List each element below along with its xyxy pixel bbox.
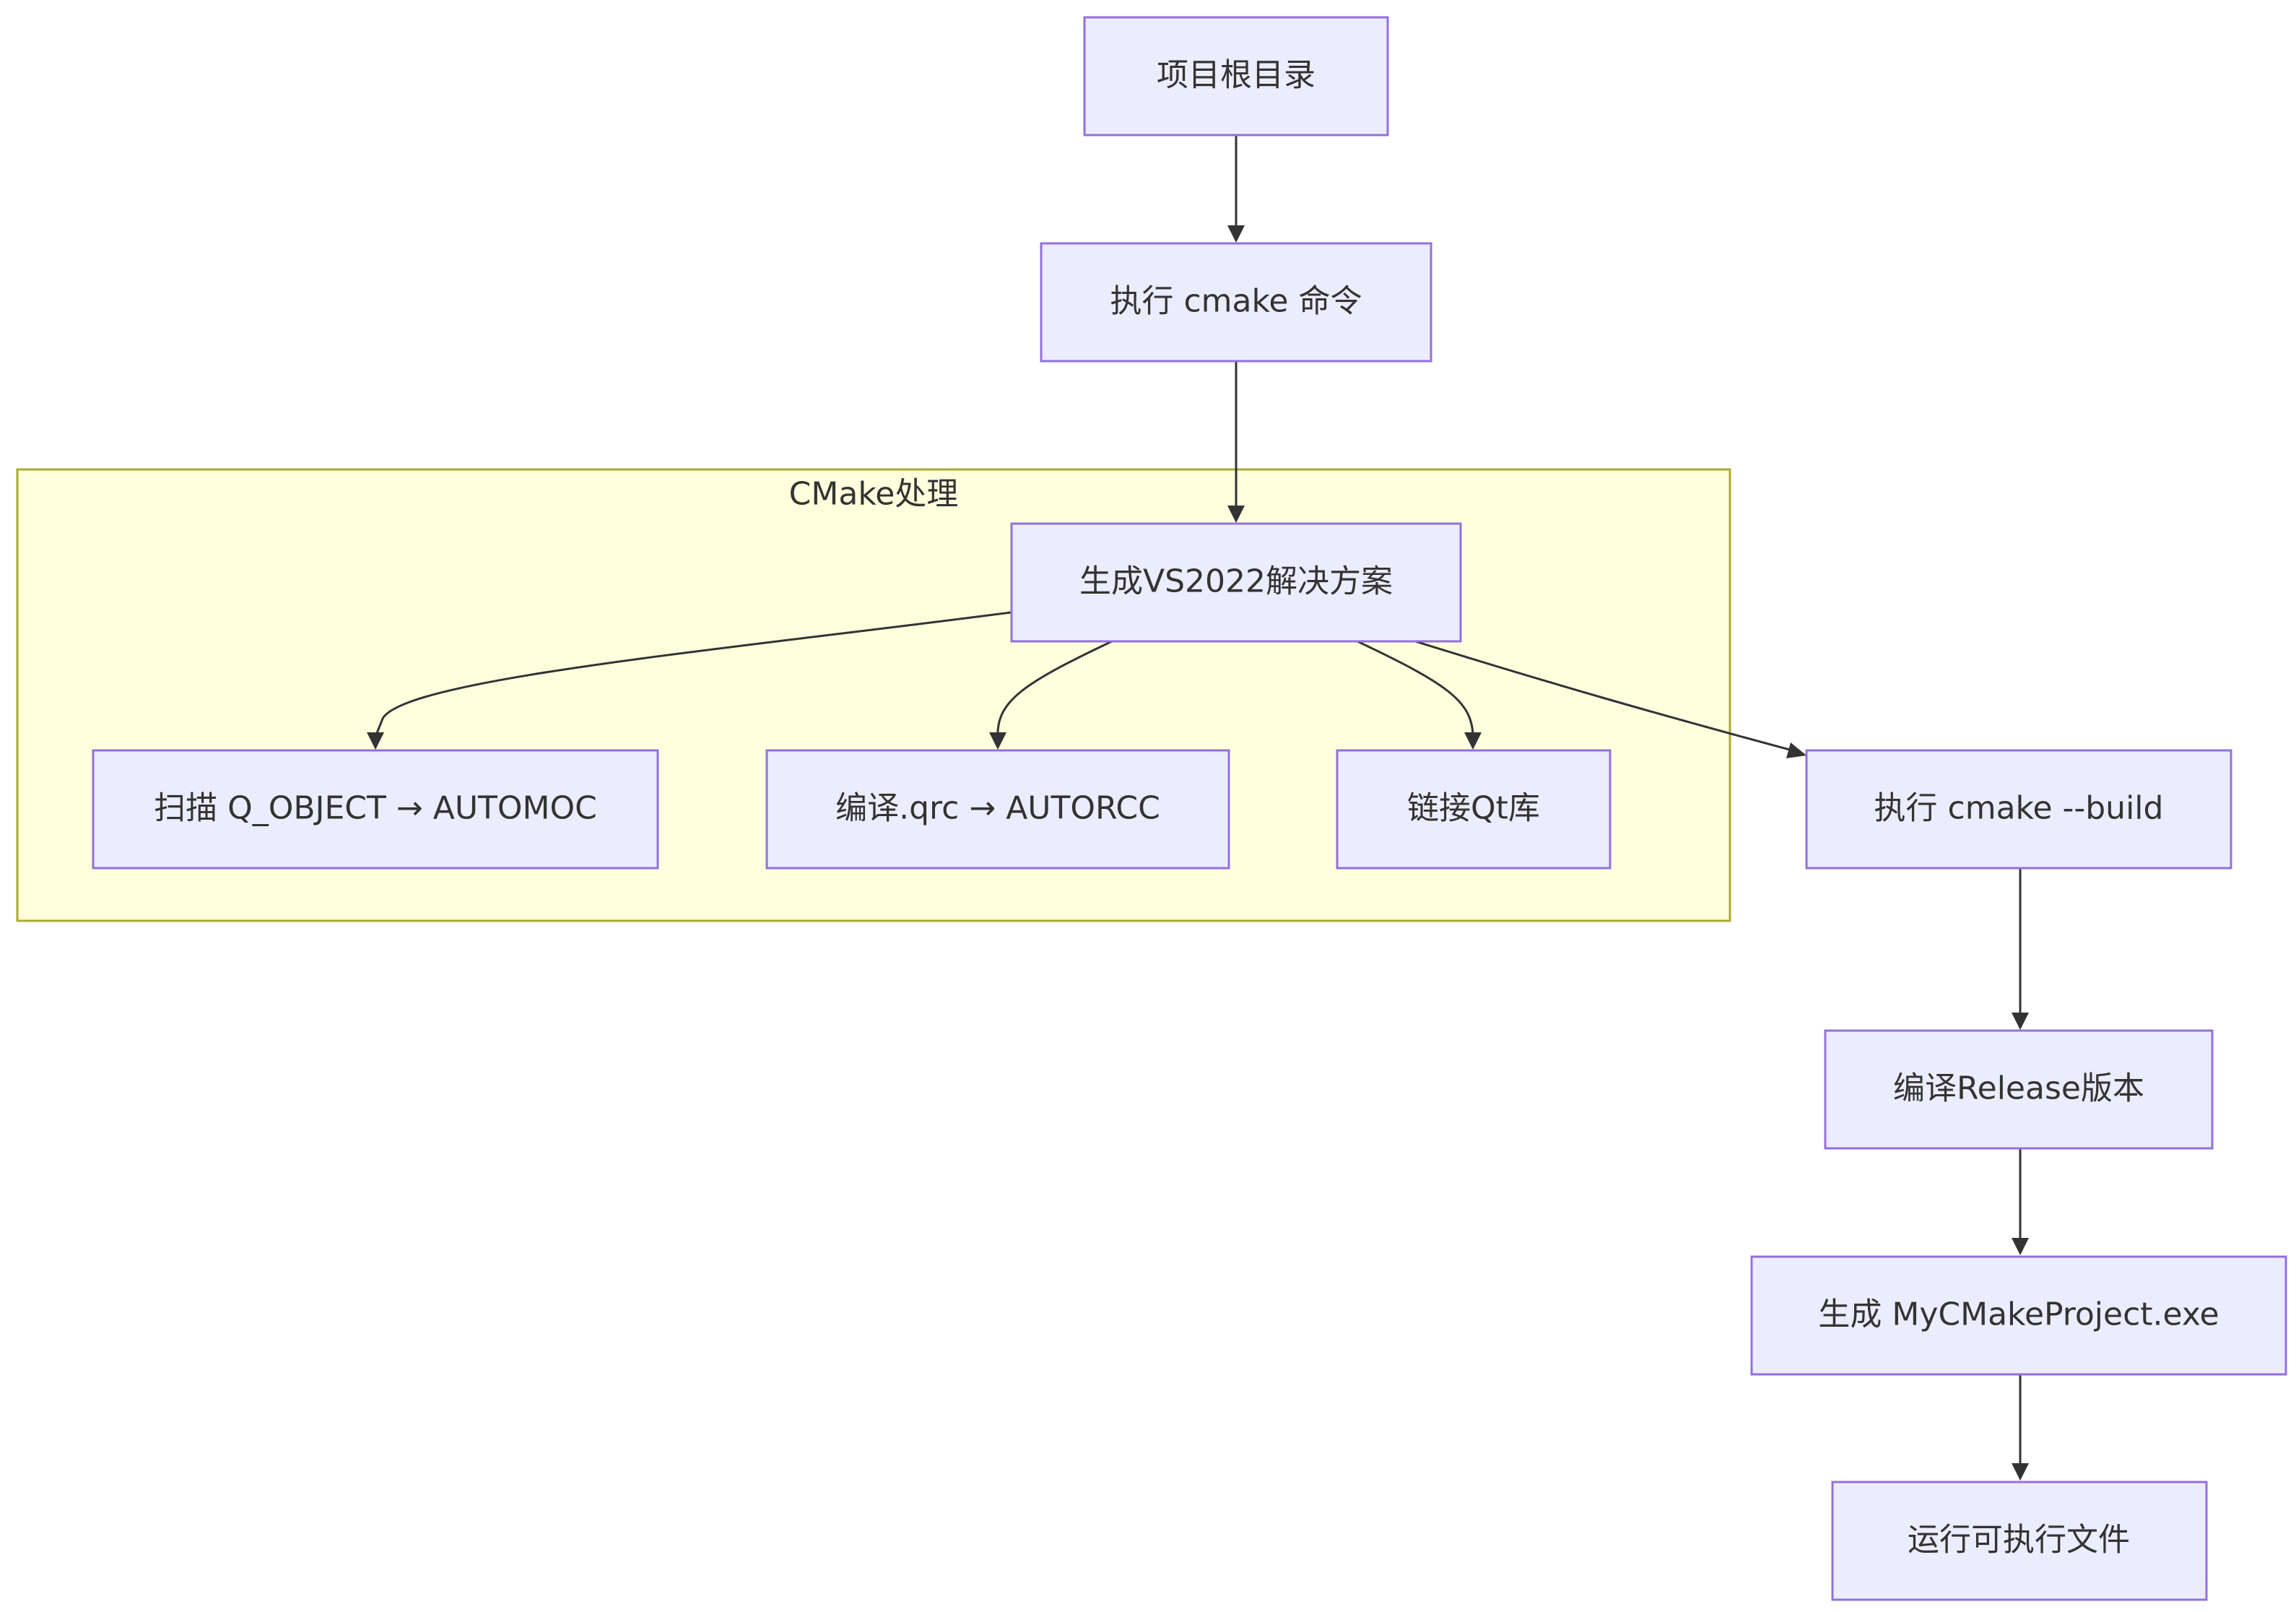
node-cmake-build[interactable]: 执行 cmake --build bbox=[1805, 749, 2232, 870]
arrowhead-gen-exe bbox=[2012, 1238, 2029, 1255]
node-automoc[interactable]: 扫描 Q_OBJECT → AUTOMOC bbox=[92, 749, 659, 870]
node-gen-vs[interactable]: 生成VS2022解决方案 bbox=[1010, 522, 1462, 643]
edge-gen-vs-to-cmake-build bbox=[1414, 640, 1796, 753]
node-box bbox=[1805, 749, 2232, 870]
node-box bbox=[765, 749, 1230, 870]
arrowhead-gen-vs bbox=[1227, 506, 1245, 523]
node-box bbox=[1040, 242, 1432, 363]
node-label: 项目根目录 bbox=[1157, 57, 1316, 94]
node-box bbox=[1750, 1255, 2287, 1376]
node-label: 执行 cmake --build bbox=[1874, 790, 2164, 827]
arrowhead-cmake-cmd bbox=[1227, 225, 1245, 243]
node-box bbox=[1824, 1029, 2214, 1150]
node-box bbox=[92, 749, 659, 870]
node-box bbox=[1010, 522, 1462, 643]
node-box bbox=[1083, 16, 1389, 136]
arrowhead-automoc bbox=[367, 732, 384, 750]
arrowhead-cmake-build bbox=[1786, 742, 1806, 758]
arrowhead-run-exe bbox=[2012, 1463, 2029, 1481]
edge-gen-vs-to-link-qt bbox=[1357, 640, 1474, 737]
node-run-exe[interactable]: 运行可执行文件 bbox=[1831, 1481, 2208, 1601]
cluster-label: CMake处理 bbox=[789, 476, 959, 513]
node-link-qt[interactable]: 链接Qt库 bbox=[1336, 749, 1612, 870]
arrowhead-autorcc bbox=[989, 732, 1006, 750]
node-compile-release[interactable]: 编译Release版本 bbox=[1824, 1029, 2214, 1150]
edge-gen-vs-to-autorcc bbox=[996, 640, 1113, 737]
node-label: 生成 MyCMakeProject.exe bbox=[1818, 1296, 2219, 1333]
node-gen-exe[interactable]: 生成 MyCMakeProject.exe bbox=[1750, 1255, 2287, 1376]
arrowhead-link-qt bbox=[1464, 732, 1482, 750]
node-box bbox=[1336, 749, 1612, 870]
node-label: 执行 cmake 命令 bbox=[1110, 283, 1362, 320]
node-autorcc[interactable]: 编译.qrc → AUTORCC bbox=[765, 749, 1230, 870]
edge-gen-vs-to-automoc bbox=[374, 611, 1012, 737]
node-label: 生成VS2022解决方案 bbox=[1079, 563, 1393, 600]
node-box bbox=[1831, 1481, 2208, 1601]
node-label: 运行可执行文件 bbox=[1908, 1522, 2130, 1559]
node-label: 链接Qt库 bbox=[1407, 790, 1540, 827]
node-root[interactable]: 项目根目录 bbox=[1083, 16, 1389, 136]
node-label: 编译Release版本 bbox=[1893, 1070, 2144, 1107]
node-label: 扫描 Q_OBJECT → AUTOMOC bbox=[154, 790, 597, 827]
node-cmake-cmd[interactable]: 执行 cmake 命令 bbox=[1040, 242, 1432, 363]
edges bbox=[367, 136, 2029, 1481]
node-label: 编译.qrc → AUTORCC bbox=[835, 790, 1160, 827]
arrowhead-compile-release bbox=[2012, 1013, 2029, 1030]
